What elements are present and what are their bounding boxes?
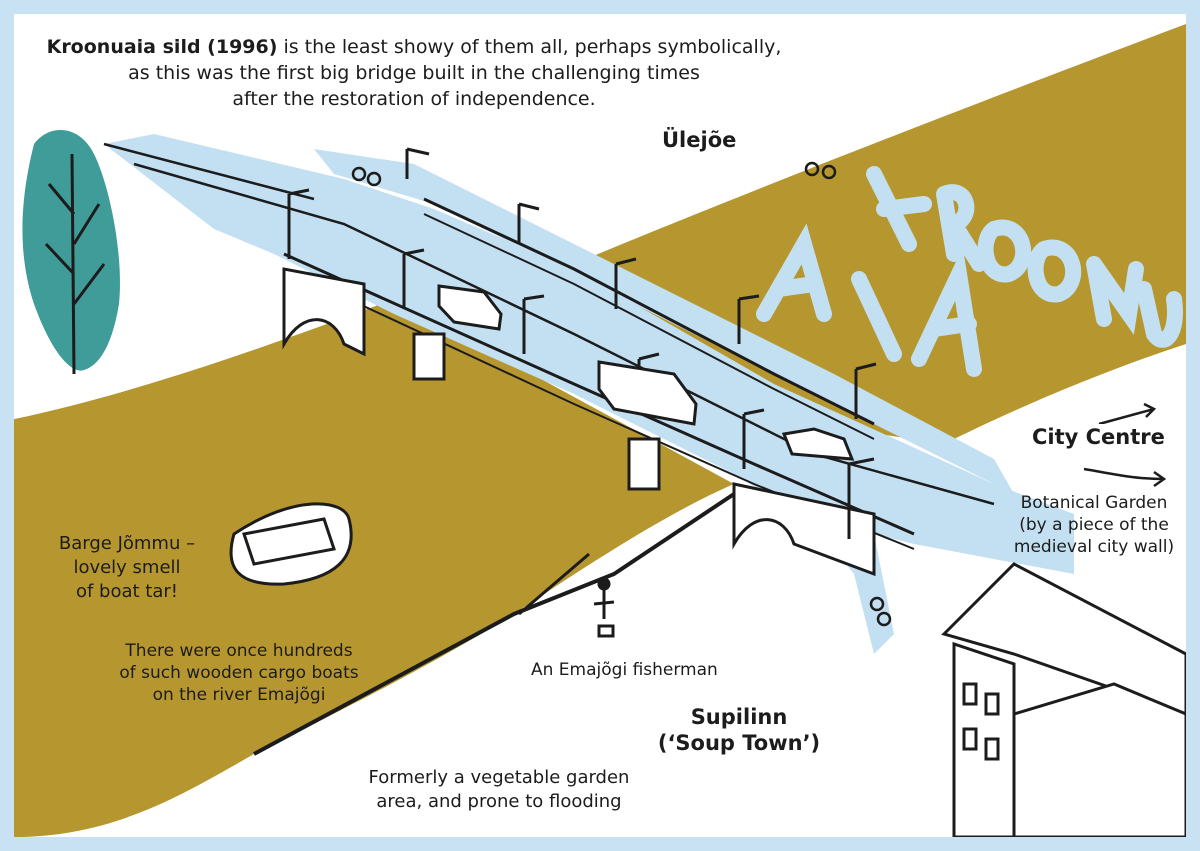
arrow-icon (1083, 402, 1167, 488)
label-supilinn: Supilinn (‘Soup Town’) (657, 705, 821, 755)
road-edge (103, 142, 995, 506)
intro-line-2: as this was the first big bridge built i… (126, 62, 702, 84)
bus-icon (597, 360, 698, 426)
label-city-centre: City Centre (1030, 424, 1167, 450)
intro-line-1: Kroonuaia sild (1996) is the least showy… (44, 34, 784, 60)
road-upper (314, 149, 1014, 494)
fisherman-icon (518, 552, 615, 638)
label-ulejoe: Ülejõe (660, 127, 739, 153)
bridge-railing-back (423, 197, 875, 426)
label-vegetable-garden: Formerly a vegetable garden area, and pr… (368, 767, 630, 812)
illustration-card: Kroonuaia sild (1996) is the least showy… (14, 14, 1186, 837)
bridge-name: Kroonuaia sild (1996) (46, 36, 278, 58)
bridge-scene (14, 24, 1186, 837)
cyclist-icon (351, 161, 892, 627)
bridge-pier (282, 267, 876, 577)
boat-icon (229, 502, 353, 586)
intro-line-3: after the restoration of independence. (230, 88, 598, 110)
river-water (14, 299, 734, 837)
tree-icon (22, 130, 120, 375)
intro-line-1-rest: is the least showy of them all, perhaps … (277, 36, 782, 58)
street-lettering (756, 166, 1183, 377)
bridge-railing-back-2 (423, 213, 875, 440)
house-icon (941, 562, 1186, 837)
label-fisherman: An Emajõgi fisherman (531, 660, 718, 680)
intro-caption: Kroonuaia sild (1996) is the least showy… (44, 34, 784, 112)
bridge-railing-front (283, 252, 915, 536)
label-barge: Barge Jõmmu – lovely smell of boat tar! (58, 533, 196, 602)
lamp-posts (287, 147, 877, 539)
label-cargo-boats: There were once hundreds of such wooden … (119, 641, 359, 705)
label-botanical-garden: Botanical Garden (by a piece of the medi… (1013, 493, 1175, 557)
car-icon (781, 427, 855, 461)
van-icon (437, 284, 503, 331)
riverbank-lower (253, 492, 736, 756)
